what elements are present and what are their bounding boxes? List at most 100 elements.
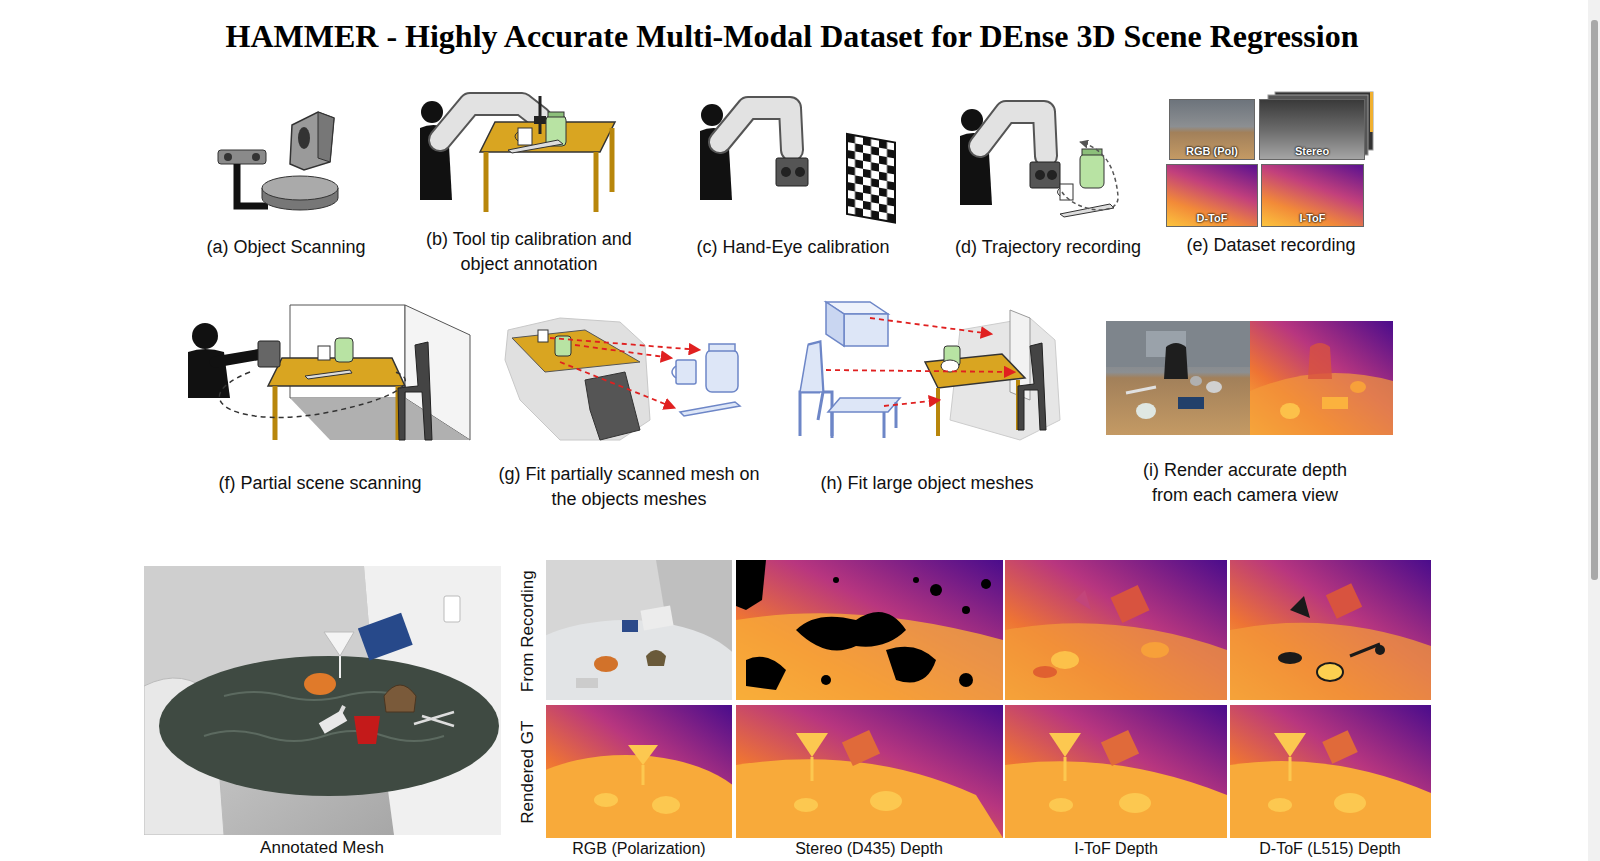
fitting-arrows bbox=[870, 318, 992, 334]
rendered-views bbox=[1005, 761, 1227, 838]
recorded-views bbox=[1051, 651, 1079, 669]
scrollbar bbox=[1588, 0, 1600, 861]
chair bbox=[398, 342, 432, 440]
scene bbox=[925, 354, 1025, 388]
rendered-views bbox=[1274, 733, 1306, 757]
objects bbox=[1080, 154, 1104, 188]
object-scanner bbox=[290, 112, 334, 170]
rendered-views bbox=[1230, 705, 1431, 838]
rendered-views bbox=[1322, 730, 1358, 764]
rendered-views bbox=[1280, 403, 1300, 419]
object-meshes bbox=[672, 344, 740, 416]
sensor-name: RGB (Pol) bbox=[1186, 145, 1238, 157]
object-scanner bbox=[252, 153, 260, 161]
annotated-mesh bbox=[144, 566, 501, 835]
rendered-views bbox=[1106, 321, 1393, 435]
robot-arm bbox=[795, 167, 805, 177]
rendered-views bbox=[1230, 705, 1431, 838]
table bbox=[318, 346, 330, 360]
fitting-arrows bbox=[560, 362, 675, 408]
calibration-tool bbox=[534, 116, 546, 124]
step-caption: (e) Dataset recording bbox=[1156, 233, 1386, 258]
calibration-tool bbox=[539, 96, 542, 134]
large-object-meshes bbox=[826, 302, 844, 346]
fitting-arrows bbox=[575, 345, 672, 358]
annotated-mesh bbox=[384, 685, 416, 712]
recorded-views bbox=[736, 560, 1003, 700]
table bbox=[305, 370, 352, 379]
person-with-scanner bbox=[188, 323, 405, 417]
recorded-views bbox=[833, 577, 839, 583]
recorded-views bbox=[736, 560, 1003, 700]
rendered-views bbox=[1322, 397, 1348, 409]
person-with-scanner bbox=[258, 341, 280, 367]
rendered-views bbox=[1250, 321, 1393, 435]
rendered-views bbox=[736, 705, 1003, 838]
large-object-meshes bbox=[828, 398, 900, 412]
scrollbar bbox=[1591, 20, 1598, 580]
recorded-views bbox=[1230, 623, 1431, 700]
annotated-mesh bbox=[444, 596, 460, 622]
rendered-views bbox=[1064, 757, 1067, 781]
table bbox=[335, 338, 353, 362]
robot-arm bbox=[1035, 170, 1045, 180]
fitting-arrows bbox=[550, 338, 700, 350]
rendered-views bbox=[1126, 387, 1156, 393]
recorded-views bbox=[962, 606, 970, 614]
recorded-views bbox=[886, 647, 936, 683]
recorded-views bbox=[736, 560, 766, 610]
chair bbox=[398, 342, 432, 440]
object-scanner bbox=[218, 150, 266, 164]
sensor-name: I-ToF bbox=[1299, 212, 1325, 224]
recorded-views bbox=[1278, 652, 1302, 664]
column-label: RGB (Polarization) bbox=[546, 840, 732, 858]
objects bbox=[515, 132, 518, 141]
annotated-mesh bbox=[358, 613, 413, 661]
recorded-views bbox=[930, 584, 942, 596]
large-object-meshes bbox=[800, 342, 823, 392]
rendered-views bbox=[1230, 761, 1431, 838]
robot-arm bbox=[980, 112, 1046, 156]
table bbox=[268, 338, 405, 440]
recorded-views bbox=[1317, 663, 1343, 681]
rendered-views bbox=[1250, 373, 1393, 435]
sensor-name: D-ToF bbox=[1197, 212, 1228, 224]
robot-arm bbox=[960, 109, 1060, 205]
fitting-arrows bbox=[884, 400, 940, 406]
column-label: D-ToF (L515) Depth bbox=[1230, 840, 1431, 858]
row-label: Rendered GT bbox=[518, 721, 538, 824]
rendered-views bbox=[1136, 403, 1156, 419]
frame-stack bbox=[1370, 92, 1373, 132]
person-with-scanner bbox=[215, 354, 262, 362]
objects bbox=[508, 112, 566, 153]
rendered-views bbox=[594, 793, 618, 807]
object-scanner bbox=[318, 112, 334, 162]
rendered-views bbox=[736, 705, 1003, 838]
rendered-views bbox=[1106, 321, 1250, 435]
rendered-views bbox=[628, 745, 658, 765]
rendered-views bbox=[1049, 798, 1073, 812]
rendered-views bbox=[1250, 321, 1393, 435]
step-caption: (i) Render accurate depth from each came… bbox=[1129, 458, 1361, 508]
column-label: Stereo (D435) Depth bbox=[736, 840, 1003, 858]
step-caption: (h) Fit large object meshes bbox=[792, 471, 1062, 496]
recorded-views bbox=[1005, 560, 1227, 700]
step-caption: (c) Hand-Eye calibration bbox=[673, 235, 913, 260]
room bbox=[290, 398, 470, 440]
rendered-views bbox=[870, 791, 902, 811]
recorded-views bbox=[576, 678, 598, 688]
step-caption: (b) Tool tip calibration and object anno… bbox=[416, 227, 642, 277]
recorded-views bbox=[640, 606, 673, 631]
robot-arm bbox=[776, 158, 808, 186]
recorded-views bbox=[913, 577, 919, 583]
annotated-mesh bbox=[204, 731, 444, 741]
scene bbox=[936, 388, 940, 436]
rendered-views bbox=[1206, 381, 1222, 393]
sensor-tile: D-ToF bbox=[1166, 164, 1258, 227]
object-meshes bbox=[709, 344, 735, 351]
person-with-scanner bbox=[219, 372, 405, 417]
recorded-views bbox=[1141, 642, 1169, 658]
rendered-views bbox=[1106, 321, 1250, 435]
sensor-tile: Stereo bbox=[1259, 99, 1365, 160]
table bbox=[268, 358, 405, 386]
